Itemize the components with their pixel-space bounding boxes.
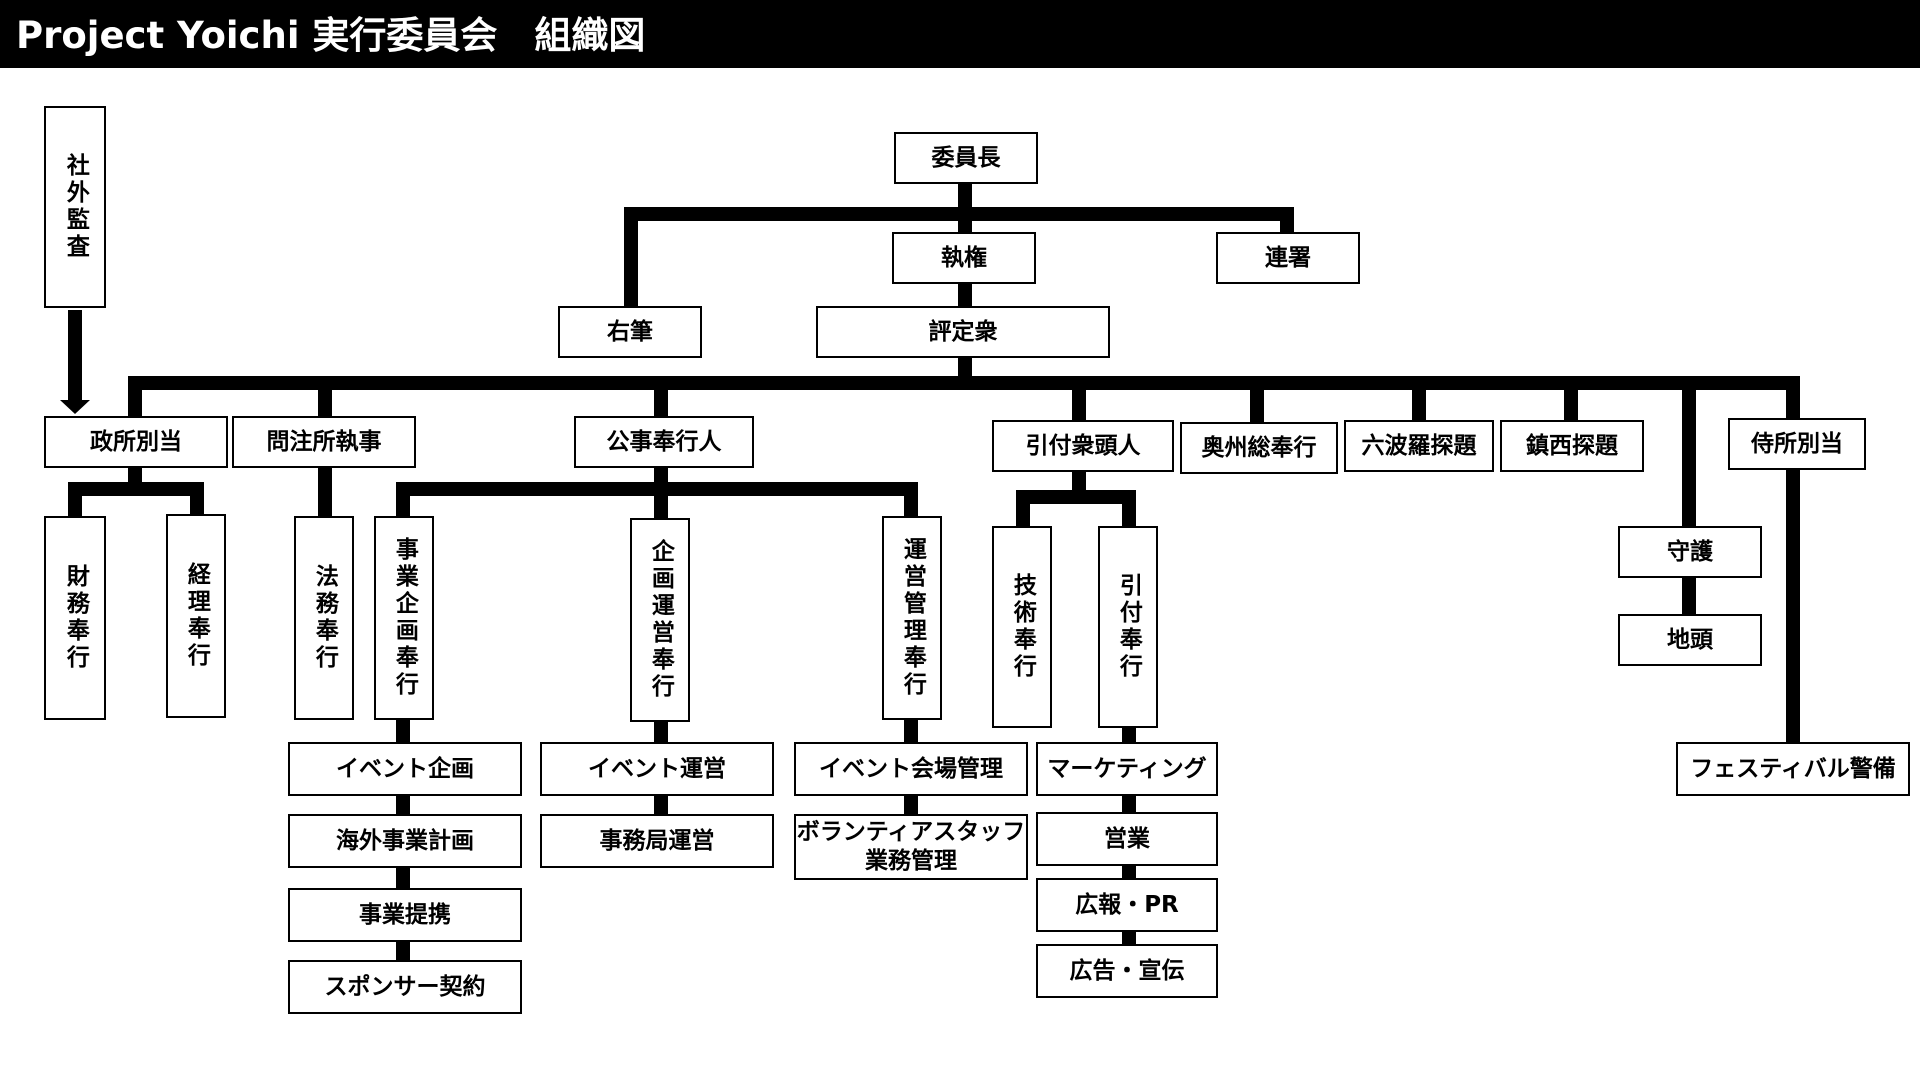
- node-gijutsu: 技術奉行: [992, 526, 1052, 728]
- node-kuji: 公事奉行人: [574, 416, 754, 468]
- node-mandokoro: 政所別当: [44, 416, 228, 468]
- node-hikitsuke: 引付衆頭人: [992, 420, 1174, 472]
- node-hikitsuke-bugyo: 引付奉行: [1098, 526, 1158, 728]
- node-marketing: マーケティング: [1036, 742, 1218, 796]
- node-monchujo: 問注所執事: [232, 416, 416, 468]
- node-rensho: 連署: [1216, 232, 1360, 284]
- node-samurai: 侍所別当: [1728, 418, 1866, 470]
- node-jigyo-kikaku: 事業企画奉行: [374, 516, 434, 720]
- node-volunteer: ボランティアスタッフ 業務管理: [794, 814, 1028, 880]
- page-title: Project Yoichi 実行委員会 組織図: [16, 14, 646, 57]
- node-oshu: 奥州総奉行: [1180, 422, 1338, 474]
- node-jito: 地頭: [1618, 614, 1762, 666]
- node-event-kikaku: イベント企画: [288, 742, 522, 796]
- node-kaijo: イベント会場管理: [794, 742, 1028, 796]
- node-rokuhara: 六波羅探題: [1344, 420, 1494, 472]
- node-outside-audit: 社外監査: [44, 106, 106, 308]
- node-kikaku-unei: 企画運営奉行: [630, 518, 690, 722]
- node-homu: 法務奉行: [294, 516, 354, 720]
- node-hyojoshu: 評定衆: [816, 306, 1110, 358]
- node-yuhitsu: 右筆: [558, 306, 702, 358]
- node-event-unei: イベント運営: [540, 742, 774, 796]
- node-kokoku: 広告・宣伝: [1036, 944, 1218, 998]
- node-koho: 広報・PR: [1036, 878, 1218, 932]
- node-shugo: 守護: [1618, 526, 1762, 578]
- node-keibi: フェスティバル警備: [1676, 742, 1910, 796]
- node-zaimu: 財務奉行: [44, 516, 106, 720]
- node-chinzei: 鎮西探題: [1500, 420, 1644, 472]
- node-shikken: 執権: [892, 232, 1036, 284]
- node-sponsor: スポンサー契約: [288, 960, 522, 1014]
- node-chairman: 委員長: [894, 132, 1038, 184]
- title-bar: Project Yoichi 実行委員会 組織図: [0, 0, 1920, 68]
- node-jimukyoku: 事務局運営: [540, 814, 774, 868]
- node-eigyo: 営業: [1036, 812, 1218, 866]
- node-teikei: 事業提携: [288, 888, 522, 942]
- node-unei-kanri: 運営管理奉行: [882, 516, 942, 720]
- node-keiri: 経理奉行: [166, 514, 226, 718]
- node-kaigai: 海外事業計画: [288, 814, 522, 868]
